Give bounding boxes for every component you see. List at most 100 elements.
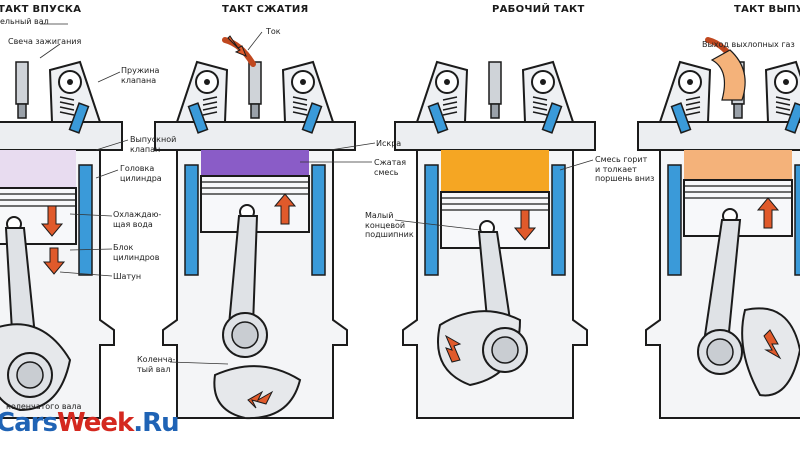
label-leader-line [59,271,113,277]
valve-spring-coil [59,106,75,111]
label-leader-line [69,213,113,217]
label-mix-burns: Смесь горит и толкает поршень вниз [595,155,655,183]
valve-spring-coil [59,101,75,106]
label-leader-line [559,159,594,171]
combustion-chamber-gas [0,150,76,188]
label-camshaft: ельный вал [0,17,49,26]
label-compressed-mix: Сжатая смесь [374,158,407,177]
exhaust-cam-hub [67,79,73,85]
label-leader-line [329,142,376,151]
valve-spring-coil [202,96,218,101]
label-small-end-bearing: Малый концевой подшипник [365,211,414,239]
logo-part-cars: Cars [0,408,58,438]
label-cylinder-head: Головка цилиндра [120,164,162,183]
combustion-chamber-gas [201,150,309,176]
valve-spring-coil [442,101,458,106]
valve-spring-coil [442,111,458,116]
crank-pin [16,361,44,389]
coolant-head-right [301,102,323,134]
cylinder-head [154,121,356,151]
label-current: Ток [266,27,281,36]
engine-intake [0,60,123,419]
crank-web [213,365,302,420]
label-leader-line [247,31,263,51]
cylinder-head [637,121,800,151]
spark-plug-tip [250,103,260,119]
spark-plug [248,61,262,105]
spark-plug-tip [490,103,500,119]
logo-part-week: Week [56,408,134,438]
label-leader-line [97,71,121,83]
spark-plug-tip [733,103,743,119]
label-spark-plug: Свеча зажигания [8,37,82,46]
label-leader-line [169,361,229,365]
coolant-jacket-left [184,164,199,276]
logo-part-ru: .Ru [133,408,179,438]
coolant-jacket-left [424,164,439,276]
carsweek-logo[interactable]: CarsWeek.Ru [0,408,180,438]
valve-spring-coil [202,111,218,116]
piston-motion-arrow [40,205,64,237]
coolant-jacket-right [794,164,800,276]
crank-rotation-arrow [42,247,66,275]
cylinder-head [0,121,123,151]
coolant-jacket-left [667,164,682,276]
label-spark: Искра [376,139,402,148]
crank-rotation-arrow [763,329,782,360]
label-crankshaft-bottom: коленчатого вала [6,402,82,411]
engine-compression [154,37,356,420]
valve-spring-coil [775,106,791,111]
spark-plug [15,61,29,105]
coolant-head-right [541,102,563,134]
valve-spring-coil [532,106,548,111]
combustion-chamber-gas [684,150,792,180]
valve-spring-coil [532,111,548,116]
valve-spring-coil [59,111,75,116]
label-leader-line [69,248,113,251]
intake-cam-hub [687,79,693,85]
engine-exhaust [637,37,800,419]
combustion-chamber-gas [441,150,549,192]
coolant-head-left [187,102,209,134]
piston-motion-arrow [756,197,780,229]
exhaust-cam-hub [300,79,306,85]
label-cylinder-block: Блок цилиндров [113,243,160,262]
piston-motion-arrow [513,209,537,241]
label-crankshaft: Коленча- тый вал [137,355,176,374]
valve-spring-coil [775,111,791,116]
coolant-head-left [427,102,449,134]
valve-spring-coil [532,96,548,101]
valve-spring-coil [202,106,218,111]
engine-power [394,60,596,419]
crank-pin [491,336,519,364]
valve-spring-coil [775,101,791,106]
spark-plug [488,61,502,105]
valve-spring-coil [292,101,308,106]
spark-plug-tip [17,103,27,119]
cylinder-head [394,121,596,151]
title-exhaust-stroke: ТАКТ ВЫПУС [734,4,800,15]
valve-spring-coil [775,96,791,101]
label-leader-line [95,169,119,179]
exhaust-cam-hub [540,79,546,85]
valve-spring-coil [442,96,458,101]
valve-spring-coil [202,101,218,106]
coolant-head-right [68,102,90,134]
crank-rotation-arrow [247,390,274,409]
exhaust-gas-plume [710,49,746,101]
label-valve-spring: Пружина клапана [121,66,160,85]
valve-spring-coil [685,101,701,106]
exhaust-cam-hub [783,79,789,85]
crank-pin [706,338,734,366]
valve-spring-coil [685,111,701,116]
valve-spring-coil [685,96,701,101]
valve-spring-coil [59,96,75,101]
label-leader-line [39,43,61,59]
valve-spring-coil [442,106,458,111]
coolant-jacket-right [311,164,326,276]
valve-spring-coil [292,106,308,111]
piston-motion-arrow [273,193,297,225]
intake-cam-hub [204,79,210,85]
